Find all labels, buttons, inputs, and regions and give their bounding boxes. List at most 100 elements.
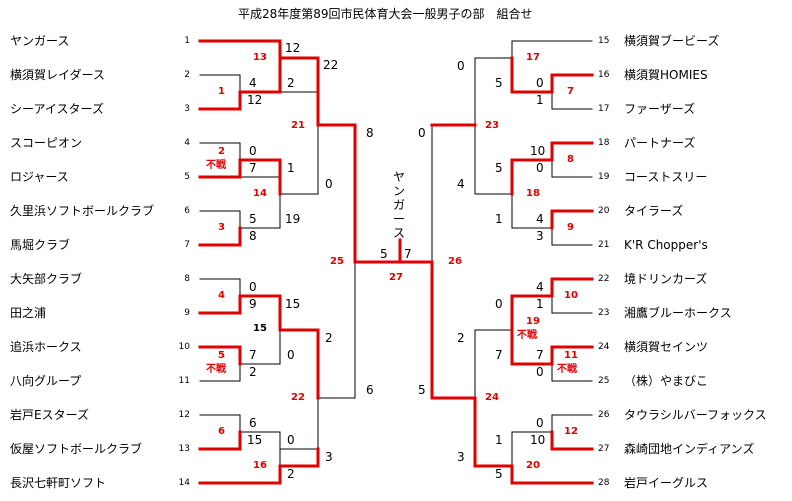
score: 6 — [249, 416, 257, 430]
champion-label: ヤンガース — [392, 170, 405, 240]
team-name-13: 仮屋ソフトボールクラブ — [10, 442, 143, 456]
score: 1 — [287, 161, 295, 175]
score: 2 — [457, 331, 465, 345]
score: 0 — [325, 177, 333, 191]
team-name-18: パートナーズ — [624, 136, 696, 150]
game-number: 10 — [564, 290, 578, 301]
team-name-21: K'R Chopper's — [624, 238, 708, 252]
game-number: 17 — [526, 52, 540, 63]
team-name-20: タイラーズ — [624, 204, 684, 218]
seed-6: 6 — [184, 206, 190, 216]
score: 15 — [253, 323, 267, 334]
seed-18: 18 — [598, 138, 610, 148]
score: 0 — [249, 280, 257, 294]
score: 22 — [323, 58, 339, 72]
team-name-2: 横須賀レイダース — [10, 68, 105, 82]
seed-19: 19 — [598, 172, 610, 182]
score: 2 — [249, 365, 257, 379]
score: 6 — [366, 383, 374, 397]
game-number: 19 — [526, 316, 540, 327]
score: 9 — [249, 297, 257, 311]
game-number: 21 — [291, 120, 305, 131]
seed-27: 27 — [598, 444, 610, 454]
seed-3: 3 — [184, 104, 190, 114]
seed-21: 21 — [598, 240, 610, 250]
seed-5: 5 — [184, 172, 190, 182]
score: 8 — [249, 229, 257, 243]
team-name-28: 岩戸イーグルス — [624, 476, 709, 490]
team-name-22: 境ドリンカーズ — [624, 272, 708, 286]
game-number: 23 — [485, 120, 499, 131]
game-number: 3 — [218, 222, 225, 233]
game-number: 12 — [564, 426, 578, 437]
score: 3 — [536, 229, 544, 243]
game-number: 2 — [218, 146, 225, 157]
score: 0 — [495, 297, 503, 311]
game-number: 5 — [218, 350, 225, 361]
score: 1 — [536, 93, 544, 107]
score: 0 — [536, 76, 544, 90]
seed-13: 13 — [178, 444, 190, 454]
seed-11: 11 — [178, 376, 190, 386]
team-name-12: 岩戸Eスターズ — [10, 408, 89, 422]
score: 2 — [325, 331, 333, 345]
score: 0 — [287, 433, 295, 447]
seed-17: 17 — [598, 104, 610, 114]
score: 0 — [418, 126, 426, 140]
game-number: 6 — [218, 426, 225, 437]
team-name-17: ファーザーズ — [624, 102, 696, 116]
score: 0 — [536, 365, 544, 379]
game-number: 1 — [218, 86, 225, 97]
final-score-right: 7 — [404, 247, 412, 261]
score: 0 — [536, 161, 544, 175]
seed-26: 26 — [598, 410, 610, 420]
game-number: 4 — [218, 290, 225, 301]
forfeit-label: 不戦 — [206, 160, 226, 171]
team-name-9: 田之浦 — [10, 306, 47, 320]
team-name-4: スコーピオン — [10, 136, 83, 150]
score: 12 — [285, 41, 301, 55]
score: 1 — [495, 433, 503, 447]
game-number: 20 — [526, 460, 540, 471]
team-name-25: （株）やまびこ — [624, 374, 709, 388]
seed-28: 28 — [598, 478, 610, 488]
score: 7 — [536, 348, 544, 362]
score: 4 — [249, 76, 257, 90]
seed-1: 1 — [184, 36, 190, 46]
score: 10 — [530, 433, 546, 447]
score: 4 — [457, 177, 465, 191]
score: 0 — [457, 59, 465, 73]
score: 8 — [366, 126, 374, 140]
game-number: 7 — [567, 86, 574, 97]
seed-10: 10 — [178, 342, 190, 352]
score: 5 — [418, 383, 426, 397]
score: 12 — [247, 93, 263, 107]
team-name-10: 追浜ホークス — [10, 340, 82, 354]
seed-8: 8 — [184, 274, 190, 284]
game-number: 9 — [567, 222, 574, 233]
seed-7: 7 — [184, 240, 190, 250]
score: 7 — [249, 348, 257, 362]
team-name-19: コーストスリー — [624, 170, 708, 184]
team-name-24: 横須賀セインツ — [624, 340, 709, 354]
score: 0 — [536, 416, 544, 430]
team-name-14: 長沢七軒町ソフト — [10, 476, 107, 490]
team-name-3: シーアイスターズ — [10, 102, 104, 116]
team-name-23: 湘鷹ブルーホークス — [624, 306, 732, 320]
game-number: 14 — [253, 188, 267, 199]
seed-23: 23 — [598, 308, 610, 318]
seed-2: 2 — [184, 70, 190, 80]
score: 15 — [247, 433, 263, 447]
score: 5 — [495, 467, 503, 481]
seed-14: 14 — [178, 478, 190, 488]
game-number: 22 — [291, 392, 305, 403]
score: 5 — [249, 212, 257, 226]
team-name-27: 森崎団地インディアンズ — [624, 442, 755, 456]
score: 0 — [249, 144, 257, 158]
score: 15 — [285, 297, 301, 311]
score: 4 — [536, 212, 544, 226]
game-number: 26 — [448, 256, 462, 267]
score: 3 — [325, 450, 333, 464]
